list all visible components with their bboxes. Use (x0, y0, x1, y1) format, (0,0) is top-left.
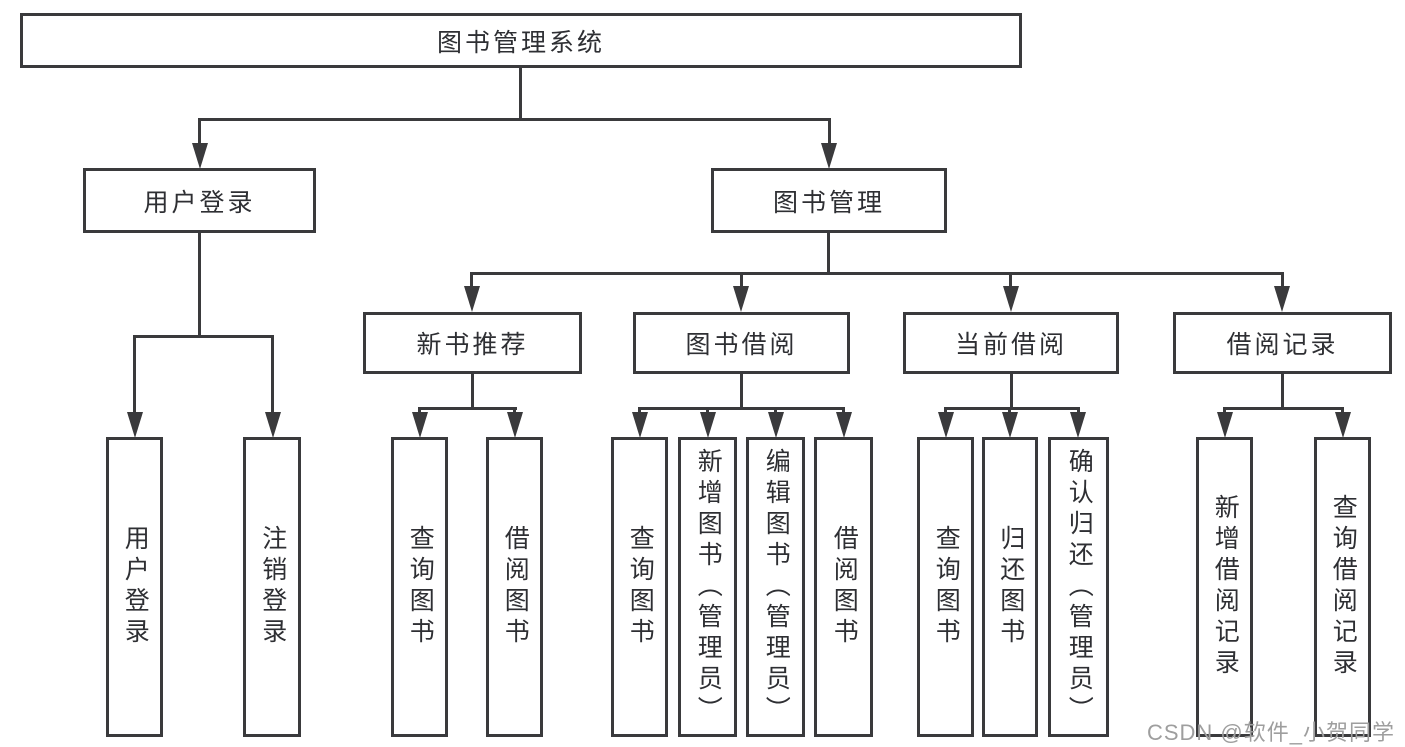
leaf-return-book: 归还图书 (982, 437, 1038, 737)
leaf-edit-book-admin: 编辑图书（管理员） (746, 437, 805, 737)
connector-line (944, 407, 1080, 410)
leaf-logout: 注销登录 (243, 437, 301, 737)
connector-line (471, 374, 474, 407)
connector-line (418, 407, 517, 410)
arrowhead-down-icon (265, 412, 281, 438)
leaf-query-borrow-record: 查询借阅记录 (1314, 437, 1371, 737)
arrowhead-down-icon (464, 286, 480, 312)
arrowhead-down-icon (700, 412, 716, 438)
leaf-query-book-borrow: 查询图书 (611, 437, 668, 737)
arrowhead-down-icon (1002, 412, 1018, 438)
node-book-management-label: 图书管理 (772, 188, 885, 217)
arrowhead-down-icon (768, 412, 784, 438)
leaf-return-book-label: 归还图书 (996, 525, 1025, 649)
connector-line (638, 407, 845, 410)
leaf-add-borrow-record-label: 新增借阅记录 (1211, 494, 1240, 680)
connector-line (271, 335, 274, 415)
leaf-add-borrow-record: 新增借阅记录 (1196, 437, 1253, 737)
connector-line (1009, 272, 1012, 288)
leaf-query-book-borrow-label: 查询图书 (626, 525, 655, 649)
connector-line (519, 68, 522, 118)
arrowhead-down-icon (821, 143, 837, 169)
leaf-user-login: 用户登录 (106, 437, 163, 737)
leaf-add-book-admin: 新增图书（管理员） (678, 437, 737, 737)
connector-line (740, 374, 743, 407)
arrowhead-down-icon (192, 143, 208, 169)
arrowhead-down-icon (733, 286, 749, 312)
leaf-query-book-recommend-label: 查询图书 (406, 525, 435, 649)
connector-line (827, 233, 830, 272)
arrowhead-down-icon (632, 412, 648, 438)
node-book-borrow-label: 图书借阅 (685, 331, 798, 359)
connector-line (470, 272, 1283, 275)
leaf-user-login-label: 用户登录 (121, 525, 150, 649)
connector-line (133, 335, 136, 415)
leaf-query-book-current: 查询图书 (917, 437, 974, 737)
node-borrow-records-label: 借阅记录 (1226, 331, 1339, 359)
node-user-login-label: 用户登录 (143, 188, 256, 217)
node-book-borrow: 图书借阅 (633, 312, 850, 374)
node-user-login: 用户登录 (83, 168, 316, 233)
connector-line (198, 118, 201, 150)
leaf-query-book-recommend: 查询图书 (391, 437, 448, 737)
connector-line (740, 272, 743, 288)
leaf-borrow-book-recommend: 借阅图书 (486, 437, 543, 737)
leaf-edit-book-admin-label: 编辑图书（管理员） (762, 447, 791, 727)
connector-line (828, 118, 831, 150)
connector-line (198, 118, 831, 121)
leaf-add-book-admin-label: 新增图书（管理员） (694, 447, 723, 727)
node-root-system: 图书管理系统 (20, 13, 1022, 68)
leaf-query-book-current-label: 查询图书 (932, 525, 961, 649)
leaf-query-borrow-record-label: 查询借阅记录 (1329, 494, 1358, 680)
arrowhead-down-icon (1070, 412, 1086, 438)
connector-line (1281, 272, 1284, 288)
leaf-confirm-return-admin-label: 确认归还（管理员） (1065, 447, 1094, 727)
arrowhead-down-icon (1003, 286, 1019, 312)
node-new-book-recommend: 新书推荐 (363, 312, 582, 374)
connector-line (1281, 374, 1284, 407)
connector-line (1223, 407, 1344, 410)
connector-line (470, 272, 473, 288)
node-root-label: 图书管理系统 (436, 28, 605, 57)
connector-line (198, 233, 201, 335)
node-current-borrow: 当前借阅 (903, 312, 1119, 374)
connector-line (1010, 374, 1013, 407)
connector-line (133, 335, 274, 338)
csdn-watermark: CSDN @软件_小贺同学 (1146, 720, 1395, 745)
node-book-management: 图书管理 (711, 168, 947, 233)
arrowhead-down-icon (938, 412, 954, 438)
node-current-borrow-label: 当前借阅 (954, 331, 1067, 359)
arrowhead-down-icon (412, 412, 428, 438)
node-new-book-recommend-label: 新书推荐 (416, 331, 529, 359)
arrowhead-down-icon (127, 412, 143, 438)
arrowhead-down-icon (1274, 286, 1290, 312)
leaf-logout-label: 注销登录 (258, 525, 287, 649)
arrowhead-down-icon (1335, 412, 1351, 438)
leaf-borrow-book-label: 借阅图书 (830, 525, 859, 649)
leaf-confirm-return-admin: 确认归还（管理员） (1048, 437, 1109, 737)
leaf-borrow-book-recommend-label: 借阅图书 (501, 525, 530, 649)
node-borrow-records: 借阅记录 (1173, 312, 1392, 374)
arrowhead-down-icon (507, 412, 523, 438)
arrowhead-down-icon (1217, 412, 1233, 438)
leaf-borrow-book: 借阅图书 (814, 437, 873, 737)
arrowhead-down-icon (836, 412, 852, 438)
